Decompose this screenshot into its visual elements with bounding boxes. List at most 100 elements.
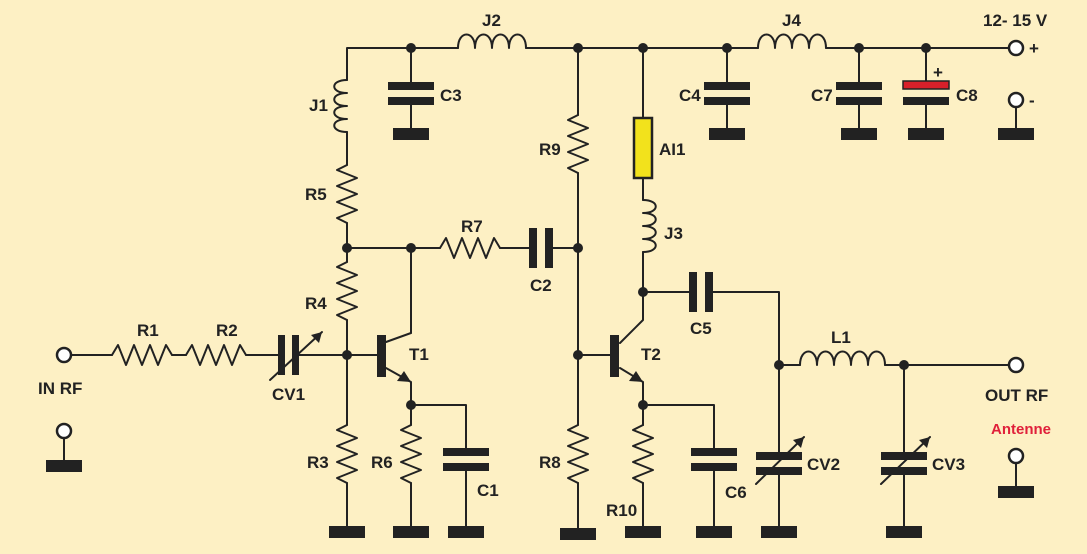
terminal-out-rf <box>1007 356 1025 374</box>
cap-cv2-plate <box>756 467 802 475</box>
ground-symbol <box>998 128 1034 140</box>
wire-c5-right <box>711 291 780 456</box>
cap-c7-plate <box>836 82 882 90</box>
junction-dot <box>573 350 583 360</box>
cv2-arrow <box>755 436 805 485</box>
label-c2: C2 <box>530 276 552 295</box>
resistor-r4 <box>336 261 358 321</box>
ground-symbol <box>393 526 429 538</box>
ground-symbol <box>329 526 365 538</box>
wire-t2-emitter <box>642 404 715 451</box>
ground-symbol <box>393 128 429 140</box>
cv3-arrowhead <box>919 437 930 448</box>
cap-c8-plus-plate <box>902 80 950 90</box>
label-in-rf: IN RF <box>38 379 82 398</box>
transistor-t2-base <box>610 335 619 377</box>
cap-c6-plate <box>691 463 737 471</box>
resistor-r3 <box>336 424 358 484</box>
ground-symbol <box>841 128 877 140</box>
junction-dot <box>573 43 583 53</box>
resistor-r9 <box>567 114 589 174</box>
cap-cv1-plate <box>292 335 299 375</box>
wire-j3-collector <box>619 251 644 344</box>
label-r6: R6 <box>371 453 393 472</box>
resistor-r8 <box>567 424 589 484</box>
cv1-arrowhead <box>311 332 322 343</box>
terminal-in-rf <box>55 346 73 364</box>
label-r8: R8 <box>539 453 561 472</box>
cv2-arrowhead <box>793 437 804 448</box>
label-t1: T1 <box>409 345 429 364</box>
label-r4: R4 <box>305 294 327 313</box>
label-r7: R7 <box>461 217 483 236</box>
t1-emitter-lead <box>385 367 412 406</box>
cap-c4-plate <box>704 97 750 105</box>
junction-dot <box>342 350 352 360</box>
ground-symbol <box>886 526 922 538</box>
t1-emitter-arrowhead <box>397 371 411 382</box>
coil-j1 <box>333 79 348 133</box>
label-c7: C7 <box>811 86 833 105</box>
junction-dot <box>899 360 909 370</box>
cap-c8-plate <box>903 97 949 105</box>
label-ai1: AI1 <box>659 140 685 159</box>
ground-symbol <box>696 526 732 538</box>
cap-c4-plate <box>704 82 750 90</box>
resistor-r2 <box>185 344 247 366</box>
junction-dot <box>638 287 648 297</box>
junction-dot <box>638 400 648 410</box>
junction-dot <box>921 43 931 53</box>
label-c1: C1 <box>477 481 499 500</box>
label-r10: R10 <box>606 501 637 520</box>
label-j2: J2 <box>482 11 501 30</box>
cap-cv3-plate <box>881 467 927 475</box>
junction-dot <box>854 43 864 53</box>
ground-symbol <box>560 528 596 540</box>
label-supply: 12- 15 V <box>983 11 1048 30</box>
junction-dot <box>342 243 352 253</box>
label-j4: J4 <box>782 11 801 30</box>
label-t2: T2 <box>641 345 661 364</box>
label-j1: J1 <box>309 96 328 115</box>
cap-c3-plate <box>388 97 434 105</box>
ground-symbol <box>709 128 745 140</box>
ground-symbol <box>761 526 797 538</box>
cap-c7-plate <box>836 97 882 105</box>
junction-dot <box>406 43 416 53</box>
junction-dot <box>406 243 416 253</box>
label-r3: R3 <box>307 453 329 472</box>
resistor-r1 <box>111 344 173 366</box>
resistor-r10 <box>632 424 654 484</box>
ground-symbol <box>46 460 82 472</box>
junction-dot <box>573 243 583 253</box>
resistor-r5 <box>336 164 358 224</box>
label-c8: C8 <box>956 86 978 105</box>
cap-c3-plate <box>388 82 434 90</box>
label-out-rf: OUT RF <box>985 386 1048 405</box>
label-cv2: CV2 <box>807 455 840 474</box>
cap-c5-plate <box>705 272 713 312</box>
ground-symbol <box>448 526 484 538</box>
label-plus: + <box>1029 39 1039 58</box>
cap-c6-plate <box>691 448 737 456</box>
cap-cv2-plate <box>756 452 802 460</box>
cap-c1-plate <box>443 463 489 471</box>
cap-c2-plate <box>529 228 537 268</box>
label-c4: C4 <box>679 86 701 105</box>
t2-emitter-lead <box>619 367 644 426</box>
label-cv1: CV1 <box>272 385 305 404</box>
label-r1: R1 <box>137 321 159 340</box>
label-r5: R5 <box>305 185 327 204</box>
ground-symbol <box>908 128 944 140</box>
coil-j2 <box>457 33 527 49</box>
coil-l1 <box>799 350 886 366</box>
junction-dot <box>722 43 732 53</box>
terminal-antenne <box>1007 447 1025 465</box>
label-j3: J3 <box>664 224 683 243</box>
coil-j3 <box>642 199 657 253</box>
label-c5: C5 <box>690 319 712 338</box>
ground-symbol <box>625 526 661 538</box>
terminal-plus <box>1007 39 1025 57</box>
